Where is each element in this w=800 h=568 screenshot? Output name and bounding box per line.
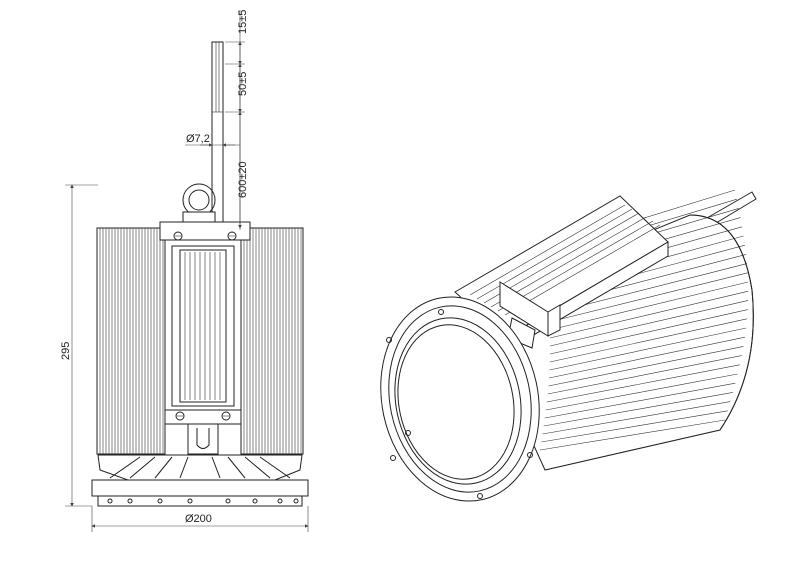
bolt-icon <box>386 337 392 343</box>
bolt-icon <box>527 452 533 458</box>
dimension-lines <box>65 10 309 532</box>
base-cone <box>97 454 303 481</box>
bolt-icon <box>477 493 483 499</box>
dim-cable-tip: 15±5 <box>237 10 249 34</box>
hanging-ring <box>182 183 216 225</box>
dim-cable-strip: 50±5 <box>237 72 249 96</box>
isometric-view <box>380 189 757 502</box>
cable-gland <box>187 423 219 455</box>
heatsink-left <box>96 227 166 455</box>
heatsink-right <box>240 227 304 455</box>
cable <box>211 41 224 231</box>
bolt-icon <box>438 309 444 315</box>
dim-diameter: Ø200 <box>185 513 212 525</box>
dim-cable-diameter: Ø7,2 <box>186 133 210 145</box>
front-view: 15±5 50±5 Ø7,2 600±20 295 Ø200 <box>60 10 309 532</box>
screw-icon <box>175 411 185 421</box>
dim-cable-length: 600±20 <box>237 161 249 198</box>
dim-height: 295 <box>60 342 72 360</box>
bolt-icon <box>390 455 396 461</box>
bolt-icon <box>405 430 411 436</box>
top-bracket <box>159 221 251 241</box>
screw-icon <box>221 411 231 421</box>
iso-front-ring <box>380 296 540 502</box>
base-plate <box>91 479 309 507</box>
driver-box <box>164 239 242 413</box>
